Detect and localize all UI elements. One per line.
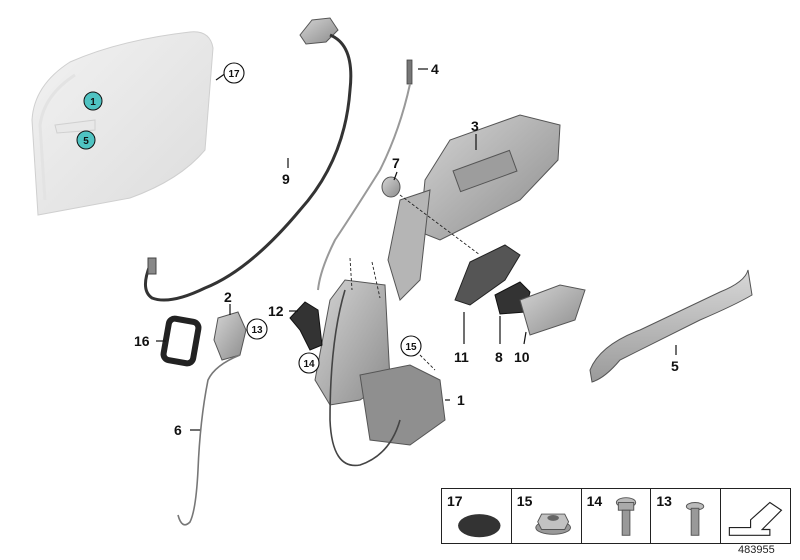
part-7-lock-cylinder (381, 176, 401, 198)
label-5: 5 (671, 358, 679, 374)
part-11-gasket (454, 244, 521, 306)
door-marker-1-label: 1 (90, 97, 96, 108)
label-1: 1 (457, 392, 465, 408)
grommet-cap-icon (458, 514, 501, 538)
legend-cell-14: 14 (582, 489, 652, 543)
label-2: 2 (224, 289, 232, 305)
part-10-cover (519, 284, 586, 336)
legend-num-14: 14 (586, 493, 603, 509)
part-1-door-lock (314, 279, 446, 467)
label-15: 15 (405, 342, 417, 353)
label-8: 8 (495, 349, 503, 365)
hardware-legend: 17 15 14 13 (441, 488, 791, 544)
door-marker-5[interactable] (76, 130, 96, 150)
part-6-cable (177, 354, 241, 526)
label-14: 14 (303, 359, 315, 370)
part-2-bracket (213, 311, 247, 361)
assembly-line-1 (399, 194, 481, 256)
part-12-bracket (289, 301, 323, 351)
assembly-line-2 (349, 257, 353, 291)
part-5-outer-handle (589, 269, 753, 383)
label-13: 13 (251, 325, 263, 336)
legend-num-13: 13 (656, 493, 672, 509)
door-marker-1[interactable] (83, 91, 103, 111)
direction-arrow-icon (728, 501, 783, 536)
door-marker-5-label: 5 (83, 136, 89, 147)
label-11: 11 (454, 349, 469, 365)
legend-cell-13: 13 (651, 489, 722, 543)
circle-label-13 (246, 318, 268, 340)
part-4-rod (317, 59, 413, 291)
part-3-handle-carrier (387, 114, 561, 301)
circle-label-14 (298, 352, 320, 374)
label-6: 6 (174, 422, 182, 438)
legend-num-17: 17 (447, 493, 463, 509)
label-17: 17 (228, 69, 240, 80)
torx-screw-small-icon (686, 502, 705, 536)
circle-label-15 (400, 335, 422, 357)
door-panel (31, 31, 214, 216)
label-9: 9 (282, 171, 290, 187)
assembly-line-3 (371, 261, 381, 299)
part-16-seal (160, 315, 202, 367)
circle-label-17 (223, 62, 245, 84)
label-10: 10 (514, 349, 530, 365)
part-9-cable (144, 17, 353, 302)
hex-flange-nut-icon (535, 513, 571, 535)
legend-cell-arrow (721, 489, 790, 543)
label-7: 7 (392, 155, 400, 171)
label-3: 3 (471, 118, 479, 134)
catalog-number: 483955 (738, 544, 775, 556)
label-12: 12 (268, 303, 284, 319)
legend-num-15: 15 (516, 493, 533, 509)
label-16: 16 (134, 333, 150, 349)
legend-cell-15: 15 (512, 489, 582, 543)
torx-screw-icon (615, 497, 636, 536)
label-4: 4 (431, 61, 439, 77)
legend-cell-17: 17 (442, 489, 512, 543)
